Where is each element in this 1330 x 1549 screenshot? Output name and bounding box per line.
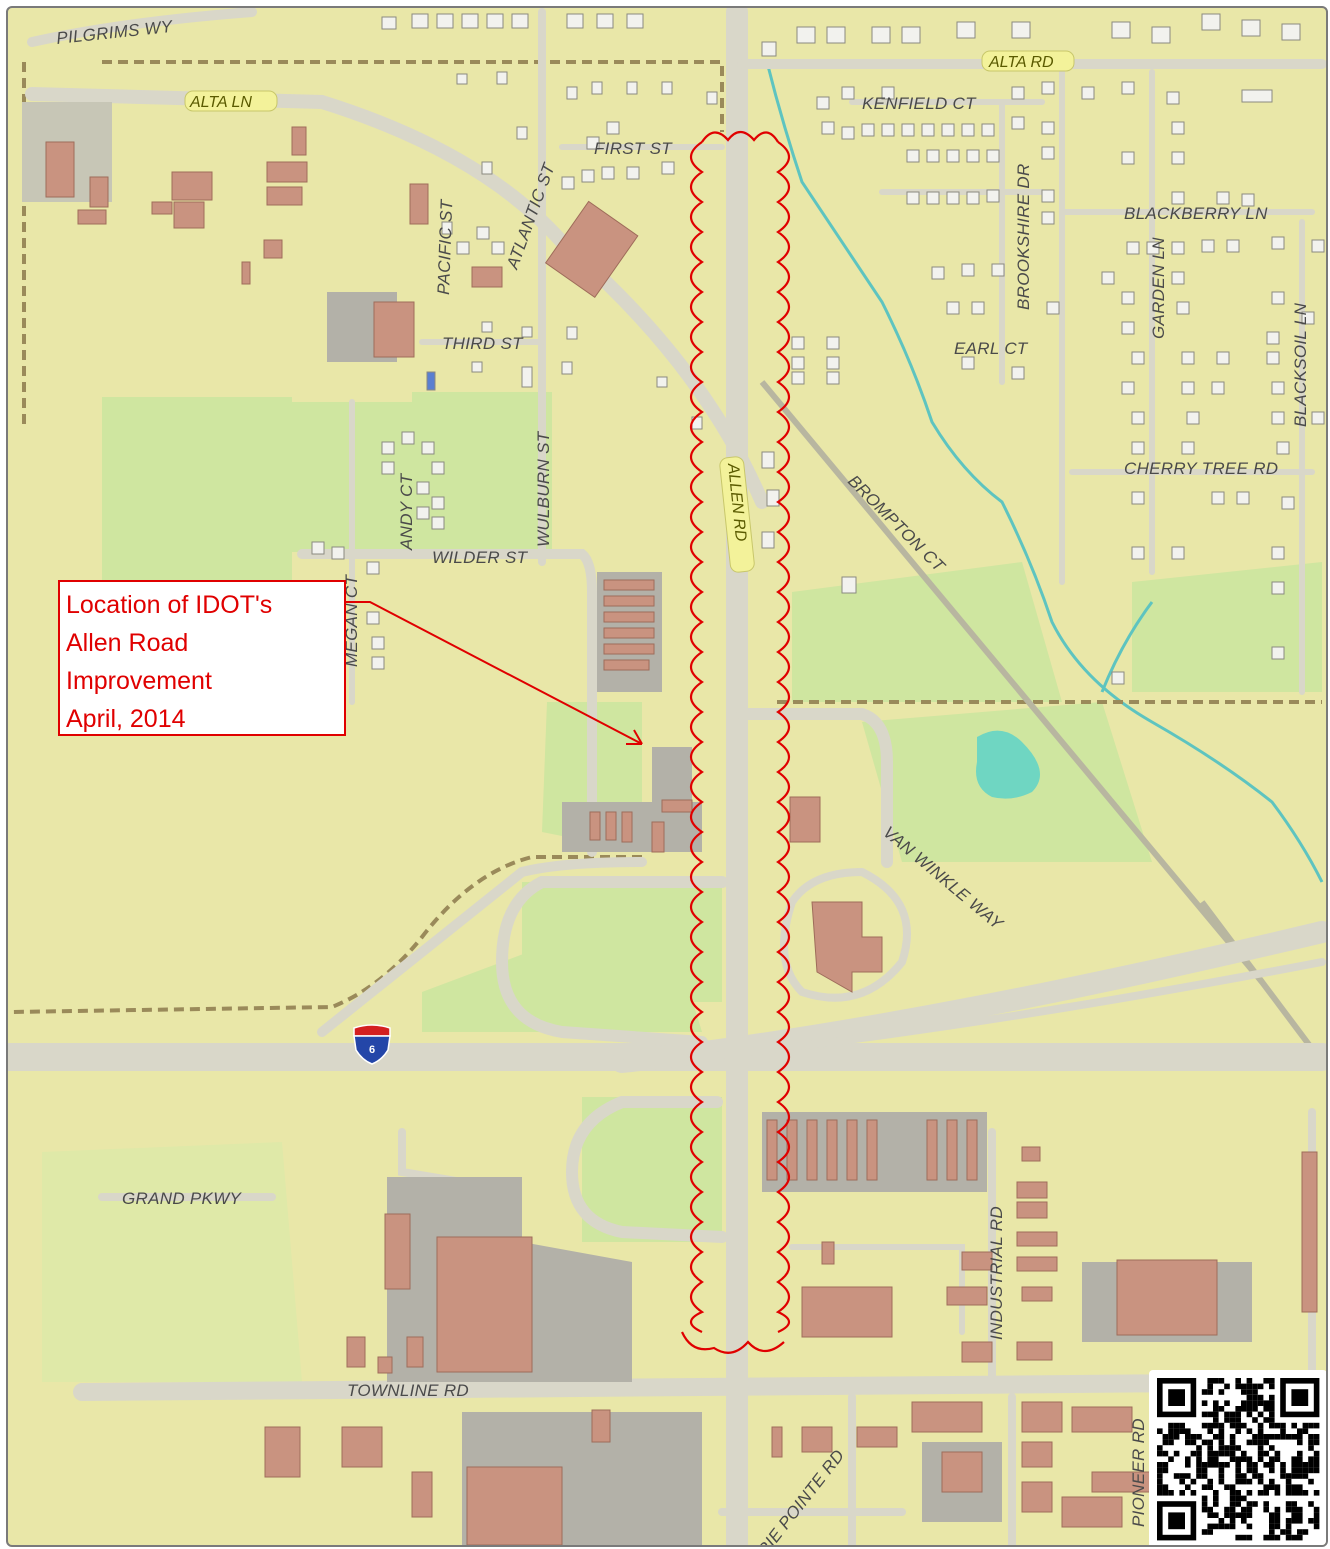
label-kenfield-ct: KENFIELD CT: [862, 94, 977, 113]
label-wilder-st: WILDER ST: [432, 548, 529, 567]
houses: [311, 13, 1325, 685]
interstate-shield-icon: 6: [353, 1024, 391, 1065]
callout-line-3: Improvement: [66, 667, 212, 695]
label-brookshire-dr: BROOKSHIRE DR: [1014, 163, 1033, 310]
label-grand-pkwy: GRAND PKWY: [122, 1189, 243, 1208]
label-alta-ln: ALTA LN: [189, 94, 252, 111]
label-blackberry-ln: BLACKBERRY LN: [1124, 204, 1268, 223]
green-spaces: [42, 392, 1322, 1382]
label-andy-ct: ANDY CT: [397, 472, 416, 551]
label-garden-ln: GARDEN LN: [1149, 237, 1168, 339]
callout-arrow-icon: [340, 601, 643, 745]
label-pioneer-rd: PIONEER RD: [1129, 1418, 1148, 1527]
qr-code-pattern: [1157, 1378, 1320, 1541]
label-earl-ct: EARL CT: [954, 339, 1029, 358]
project-area-cloud-icon: [680, 130, 791, 1354]
map-frame[interactable]: 6 PILGRIMS WY ALTA RD ALTA LN KENFIELD C…: [6, 6, 1328, 1547]
callout-line-4: April, 2014: [66, 705, 186, 733]
label-megan-ct: MEGAN CT: [342, 574, 361, 667]
basemap: 6 PILGRIMS WY ALTA RD ALTA LN KENFIELD C…: [8, 8, 1326, 1545]
callout-line-1: Location of IDOT's: [66, 591, 273, 619]
qr-code-icon[interactable]: [1149, 1370, 1326, 1545]
callout-line-2: Allen Road: [66, 629, 189, 657]
label-third-st: THIRD ST: [442, 334, 524, 353]
label-plates: [184, 50, 1075, 573]
rail-lines: [759, 380, 1325, 1064]
label-wulburn-st: WULBURN ST: [534, 430, 553, 547]
pond: [976, 730, 1040, 799]
label-pilgrims-wy: PILGRIMS WY: [55, 17, 174, 48]
label-pacific-st: PACIFIC ST: [434, 198, 456, 295]
buildings: [45, 126, 1318, 1545]
interstate-shield-number: 6: [369, 1044, 375, 1056]
project-callout: Location of IDOT's Allen Road Improvemen…: [58, 580, 346, 736]
label-cherry-tree-rd: CHERRY TREE RD: [1124, 459, 1278, 478]
label-industrial-rd: INDUSTRIAL RD: [987, 1206, 1006, 1340]
label-townline-rd: TOWNLINE RD: [347, 1381, 469, 1400]
label-alta-rd: ALTA RD: [988, 54, 1054, 71]
stream: [765, 61, 1324, 883]
label-first-st: FIRST ST: [594, 139, 673, 158]
label-blacksoil-ln: BLACKSOIL LN: [1291, 302, 1310, 427]
label-brompton-ct: BROMPTON CT: [844, 471, 949, 576]
